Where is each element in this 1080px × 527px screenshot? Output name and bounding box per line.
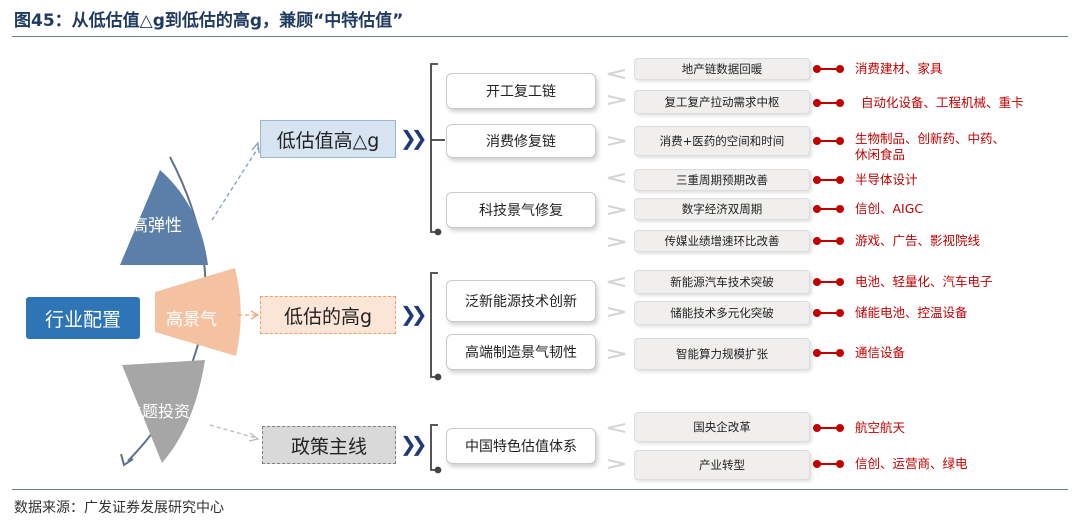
arc-label-high-elasticity: 高弹性 [131, 216, 182, 236]
red-connectors [813, 65, 844, 468]
bracket-group-2 [430, 272, 442, 381]
title-divider [12, 36, 1068, 37]
mid-box: 高端制造景气韧性 [446, 334, 596, 370]
outcome-text: 信创、AIGC [855, 201, 924, 216]
arc-segment-high-prosperity [155, 268, 241, 356]
category-undervalued-high-g: 低估的高g [260, 296, 396, 334]
outcome-text: 半导体设计 [855, 172, 918, 187]
sub-box: 智能算力规模扩张 [634, 338, 810, 370]
outcome-text: 通信设备 [855, 345, 906, 360]
category-policy-mainline: 政策主线 [262, 426, 396, 464]
figure-title: 图45：从低估值△g到低估的高g，兼顾“中特估值” [14, 11, 404, 31]
dashed-arrow-1 [211, 147, 259, 221]
mid-to-sub-chevrons [607, 69, 626, 469]
sub-box: 数字经济双周期 [634, 198, 810, 220]
arc-segment-theme-investing [122, 360, 205, 463]
footer-divider [12, 489, 1068, 490]
category-low-valuation-high-delta-g: 低估值高△g [260, 120, 396, 158]
sub-box: 三重周期预期改善 [634, 169, 810, 191]
outcome-text: 航空航天 [855, 420, 906, 435]
outcome-text: 电池、轻量化、汽车电子 [855, 274, 993, 289]
sub-box: 产业转型 [634, 450, 810, 480]
outcome-text: 生物制品、创新药、中药、休闲食品 [855, 131, 1006, 162]
arc-label-theme-investing: 主题投资 [126, 402, 191, 421]
sub-box: 储能技术多元化突破 [634, 301, 810, 325]
sub-box: 复工复产拉动需求中枢 [634, 90, 810, 114]
outcome-text: 信创、运营商、绿电 [855, 456, 968, 471]
category-2-chevron-icon: ❯❯ [400, 302, 427, 326]
mid-box: 泛新能源技术创新 [446, 280, 596, 322]
category-3-chevron-icon: ❯❯ [400, 432, 427, 456]
outcome-text: 自动化设备、工程机械、重卡 [861, 95, 1024, 110]
category-1-chevron-icon: ❯❯ [400, 126, 427, 150]
arc-label-high-prosperity: 高景气 [166, 310, 217, 330]
mid-box: 科技景气修复 [446, 192, 596, 228]
root-industry-allocation: 行业配置 [26, 297, 140, 339]
outcome-text: 消费建材、家具 [855, 61, 943, 76]
outcome-text: 游戏、广告、影视院线 [855, 233, 981, 248]
sub-box: 国央企改革 [634, 412, 810, 442]
sub-box: 传媒业绩增速环比改善 [634, 230, 810, 252]
sub-box: 地产链数据回暖 [634, 58, 810, 80]
bracket-group-1 [430, 63, 445, 236]
arc-arrowhead [120, 453, 134, 467]
dashed-arrow-3 [209, 424, 257, 439]
arc-segment-high-elasticity [120, 170, 208, 265]
mid-box: 消费修复链 [446, 124, 596, 158]
mid-box: 开工复工链 [446, 73, 596, 109]
source-note: 数据来源：广发证券发展研究中心 [14, 500, 224, 516]
sub-box: 新能源汽车技术突破 [634, 270, 810, 294]
outcome-text: 储能电池、控温设备 [855, 305, 968, 320]
sub-box: 消费+医药的空间和时间 [634, 126, 810, 156]
bracket-group-3 [430, 424, 442, 474]
mid-box: 中国特色估值体系 [446, 428, 596, 464]
